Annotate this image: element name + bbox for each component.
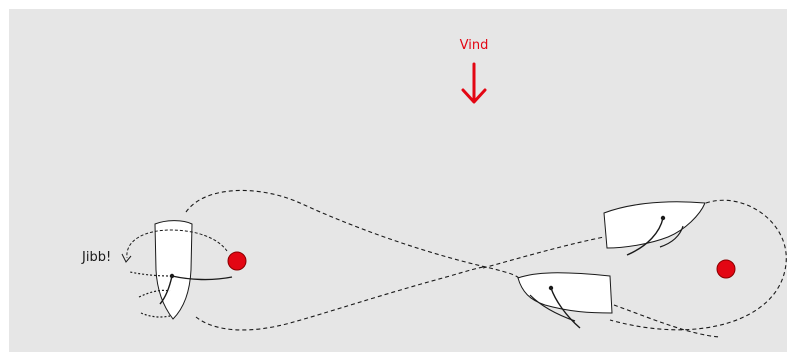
- wind-arrow-icon: [461, 62, 487, 104]
- diagram-panel: [9, 9, 787, 352]
- boat-upper-right: [603, 201, 706, 256]
- mark-left: [227, 251, 247, 271]
- jibe-rotation-arrow-icon: [121, 229, 228, 263]
- jibe-label: Jibb!: [81, 250, 111, 265]
- course-bottom-left: [195, 266, 484, 331]
- boat-lower-middle: [517, 272, 613, 329]
- course-right-lower: [613, 304, 721, 338]
- boat-left: [129, 220, 233, 320]
- course-path: [185, 189, 787, 338]
- course-upper-right: [482, 236, 605, 269]
- mark-right: [716, 259, 736, 279]
- wind-label: Vind: [460, 38, 489, 53]
- course-left-loop: [185, 189, 521, 280]
